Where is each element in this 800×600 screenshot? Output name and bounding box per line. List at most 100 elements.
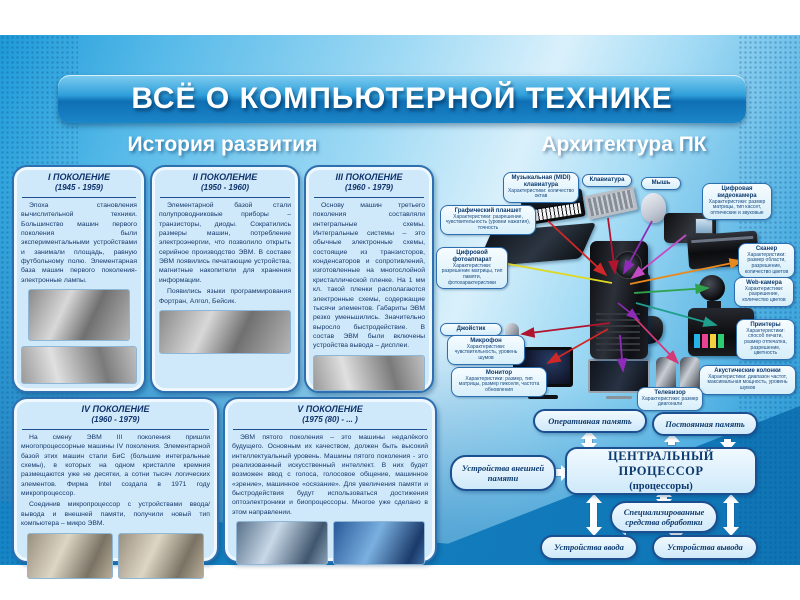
generation-title: II ПОКОЛЕНИЕ	[192, 172, 258, 182]
poster-title: ВСЁ О КОМПЬЮТЕРНОЙ ТЕХНИКЕ	[131, 82, 673, 115]
generation-5-panel: V ПОКОЛЕНИЕ (1975 (80) - ... ) ЭВМ пятог…	[223, 397, 437, 566]
peripheral-label-mouse: Мышь	[641, 177, 681, 190]
divider	[233, 428, 427, 430]
flow-arrow-cpu-input	[585, 494, 602, 536]
peripheral-specs: Характеристики: размер диагонали	[641, 395, 699, 408]
diagram-node-cpu: ЦЕНТРАЛЬНЫЙ ПРОЦЕССОР (процессоры)	[565, 447, 757, 495]
generation-1-panel: I ПОКОЛЕНИЕ (1945 - 1959) Эпоха становле…	[12, 165, 146, 393]
flow-arrow-ram-cpu	[580, 430, 597, 452]
peripheral-name: Клавиатура	[589, 177, 625, 183]
peripheral-label-speakers: Акустические колонки Характеристики: диа…	[699, 365, 796, 395]
peripheral-specs: Характеристики: способ печати, размер от…	[744, 327, 787, 357]
divider	[314, 196, 424, 198]
cpu-title: ЦЕНТРАЛЬНЫЙ ПРОЦЕССОР	[608, 448, 714, 478]
generation-title: V ПОКОЛЕНИЕ	[297, 404, 363, 414]
peripheral-name: Цифровая видеокамера	[717, 186, 757, 199]
diagram-node-output-devices: Устройства вывода	[652, 535, 758, 560]
generation-years: (1960 - 1979)	[91, 415, 140, 425]
poster: ВСЁ О КОМПЬЮТЕРНОЙ ТЕХНИКЕ История разви…	[0, 35, 800, 579]
divider	[22, 428, 209, 430]
peripheral-label-joystick: Джойстик	[440, 323, 502, 336]
peripheral-label-webcam: Web-камера Характеристики: разрешение, к…	[734, 277, 794, 307]
node-label: Специализированные средства обработки	[623, 506, 705, 527]
title-bar: ВСЁ О КОМПЬЮТЕРНОЙ ТЕХНИКЕ	[58, 75, 746, 123]
fan	[614, 251, 642, 279]
peripheral-name: Цифровой фотоаппарат	[452, 250, 492, 263]
generation-text: Соединив микропроцессор с устройствами в…	[21, 501, 210, 528]
peripheral-specs: Характеристики: чувствительность, уровен…	[454, 343, 518, 362]
keys	[587, 189, 635, 217]
peripheral-name: Мышь	[651, 180, 671, 186]
diagram-node-rom: Постоянная память	[652, 412, 758, 436]
node-label: Постоянная память	[665, 418, 745, 429]
peripheral-label-graphics-tablet: Графический планшет Характеристики: разр…	[440, 205, 536, 235]
flow-arrow-cpu-spec	[655, 488, 672, 508]
divider	[160, 196, 290, 198]
tv-base	[606, 396, 632, 399]
peripheral-label-midi-keyboard: Музыкальная (MIDI) клавиатура Характерис…	[503, 172, 579, 203]
diagram-node-ram: Оперативная память	[533, 409, 647, 433]
generation-text: Основу машин третьего поколения составля…	[313, 201, 425, 350]
photo	[235, 521, 328, 566]
generation-text: Эпоха становления вычислительной техники…	[21, 201, 137, 284]
generation-text: ЭВМ пятого поколения – это машины недалё…	[232, 433, 428, 516]
peripheral-label-scanner: Сканер Характеристики: размер области, р…	[738, 243, 795, 279]
peripheral-specs: Характеристики: количество октав	[507, 187, 575, 200]
generation-years: (1960 - 1979)	[344, 183, 394, 193]
peripheral-label-keyboard: Клавиатура	[582, 174, 632, 187]
generation-years: (1975 (80) - ... )	[302, 415, 358, 425]
ink-cartridges	[694, 334, 724, 348]
io-slots	[596, 313, 640, 351]
generation-3-panel: III ПОКОЛЕНИЕ (1960 - 1979) Основу машин…	[304, 165, 434, 393]
peripheral-name: Джойстик	[456, 326, 486, 332]
peripheral-specs: Характеристики: диапазон частот, максима…	[707, 373, 788, 392]
photo	[118, 532, 204, 579]
generation-text: Появились языки программирования Фортран…	[159, 288, 291, 305]
flow-arrow-rom-down	[719, 439, 736, 451]
camcorder-screen	[695, 218, 713, 234]
peripheral-label-monitor: Монитор Характеристики: размер, тип матр…	[451, 367, 547, 397]
photo	[332, 521, 425, 566]
generation-years: (1945 - 1959)	[54, 183, 104, 193]
peripheral-specs: Характеристики: разрешение, количество ц…	[742, 285, 786, 304]
generation-title: I ПОКОЛЕНИЕ	[48, 172, 110, 182]
peripheral-label-tv: Телевизор Характеристики: размер диагона…	[637, 387, 703, 412]
peripheral-name: Музыкальная (MIDI) клавиатура	[511, 175, 571, 188]
section-header-architecture: Архитектура ПК	[541, 133, 707, 156]
peripheral-label-digital-camcorder: Цифровая видеокамера Характеристики: раз…	[702, 183, 772, 220]
generation-4-panel: IV ПОКОЛЕНИЕ (1960 - 1979) На смену ЭВМ …	[12, 397, 219, 579]
peripheral-specs: Характеристики: разрешение матрицы, тип …	[441, 262, 503, 286]
node-label: Оперативная память	[548, 415, 632, 426]
webcam-ball	[699, 275, 725, 301]
divider	[22, 196, 136, 198]
generation-2-panel: II ПОКОЛЕНИЕ (1950 - 1960) Элементарной …	[150, 165, 300, 393]
diagram-node-specialized-processing: Специализированные средства обработки	[610, 501, 718, 533]
generation-text: Элементарной базой стали полупроводников…	[159, 201, 291, 284]
flow-arrow-cpu-output	[722, 494, 739, 536]
peripheral-specs: Характеристики: размер области, разрешен…	[744, 251, 789, 275]
diagram-node-external-memory: Устройства внешней памяти	[450, 455, 556, 491]
generation-text: На смену ЭВМ III поколения пришли многоп…	[21, 433, 210, 498]
mouse-image	[641, 193, 666, 223]
node-label: Устройства вывода	[667, 542, 743, 553]
peripheral-specs: Характеристики: разрешение, чувствительн…	[445, 213, 531, 232]
peripheral-label-microphone: Микрофон Характеристики: чувствительност…	[447, 335, 525, 365]
peripheral-specs: Характеристики: размер матрицы, тип касс…	[708, 198, 766, 216]
diagram-node-input-devices: Устройства ввода	[540, 535, 638, 560]
photo	[21, 346, 137, 385]
cpu-subtitle: (процессоры)	[629, 480, 693, 492]
generation-title: IV ПОКОЛЕНИЕ	[81, 404, 150, 414]
photo	[27, 532, 113, 579]
generation-years: (1950 - 1960)	[200, 183, 250, 193]
system-unit-image	[590, 241, 648, 359]
node-label: Устройства ввода	[554, 542, 624, 553]
section-header-history: История развития	[127, 133, 318, 156]
node-label: Устройства внешней памяти	[461, 462, 545, 483]
photo	[313, 354, 425, 391]
peripheral-label-digital-camera: Цифровой фотоаппарат Характеристики: раз…	[436, 247, 508, 290]
peripheral-label-printers: Принтеры Характеристики: способ печати, …	[736, 319, 795, 360]
generation-title: III ПОКОЛЕНИЕ	[335, 172, 403, 182]
flow-arrow-rom-up	[663, 433, 680, 445]
photo	[159, 309, 291, 354]
